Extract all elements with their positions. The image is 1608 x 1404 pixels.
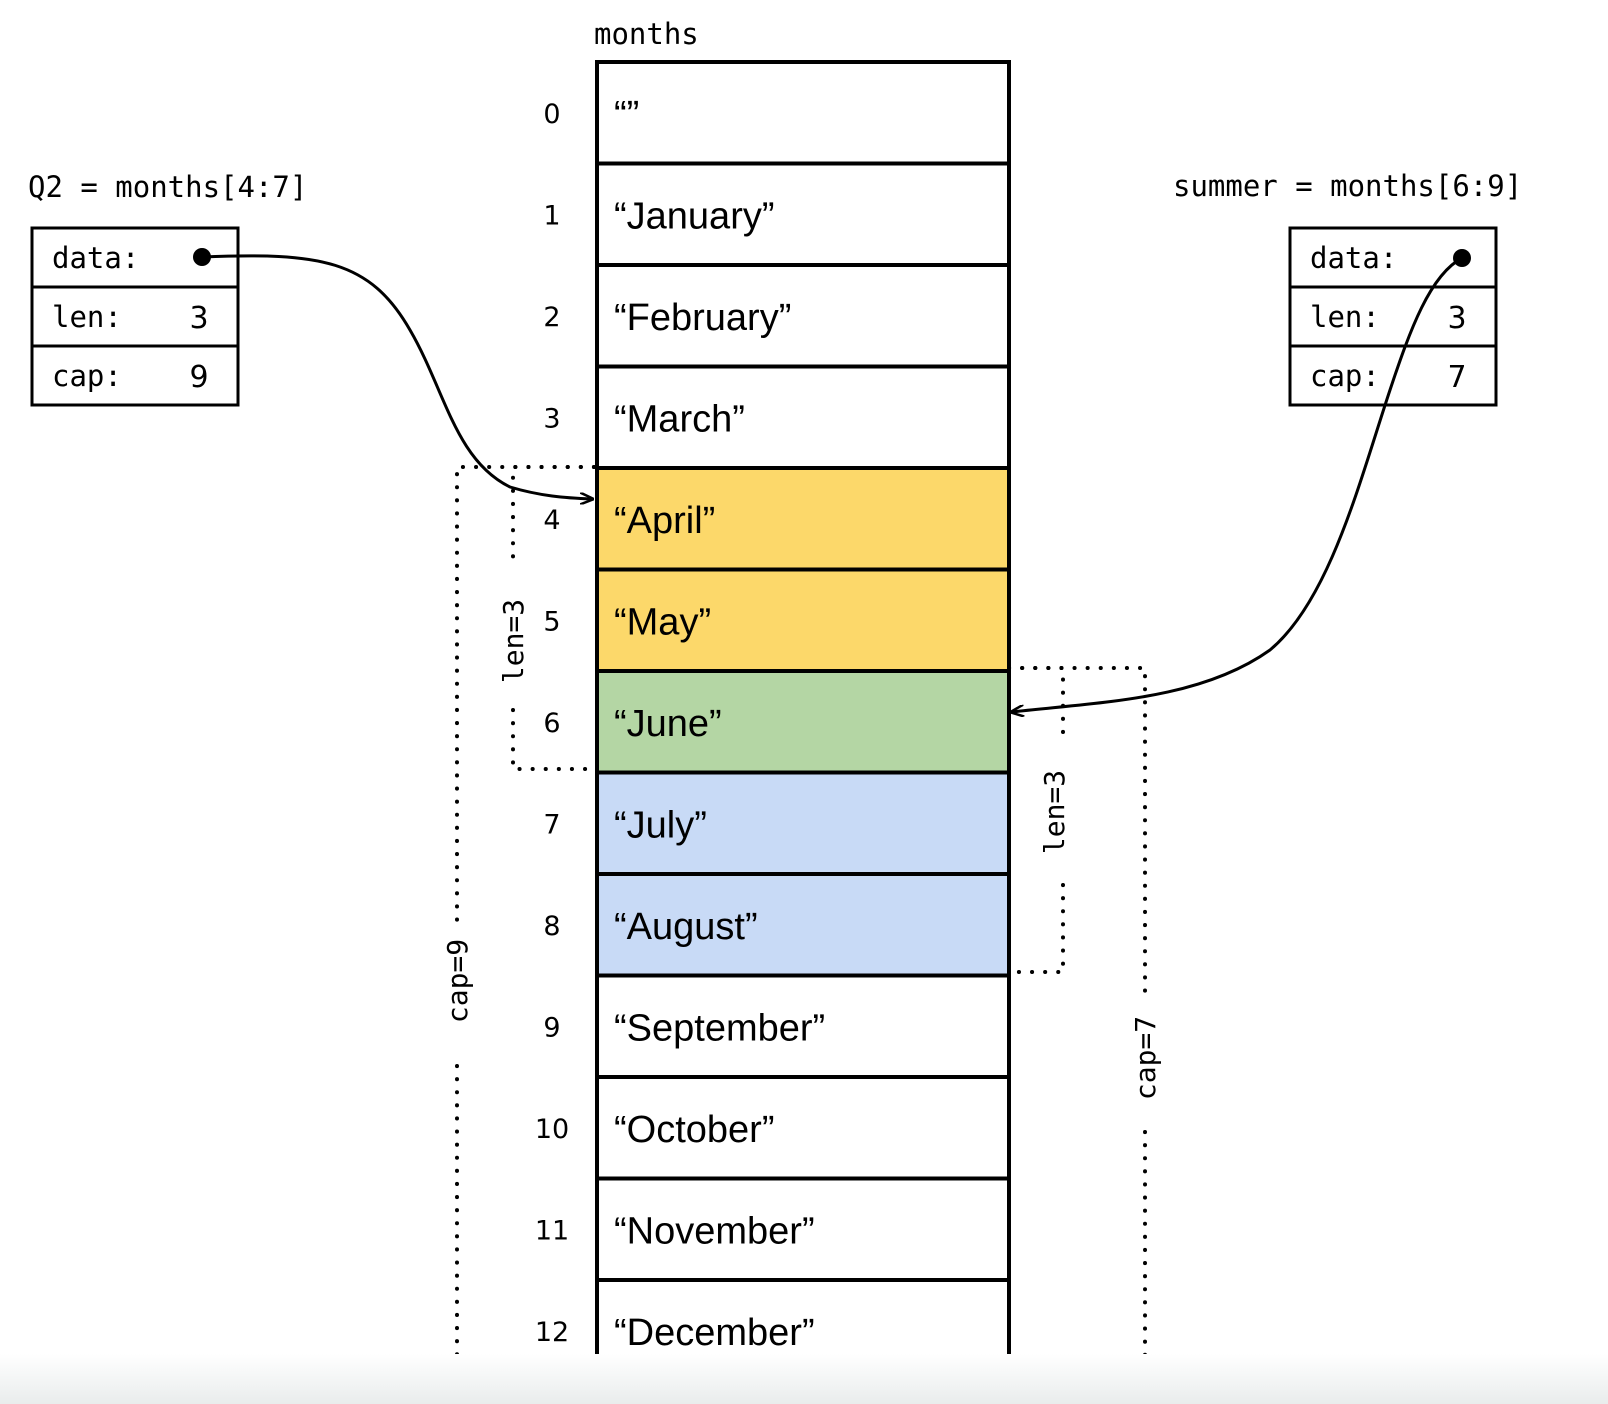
array-cell-box [595, 669, 1011, 775]
q2-cap-value: 9 [189, 360, 208, 395]
array-index-label: 9 [543, 1012, 560, 1043]
q2-len-label: len: [52, 300, 122, 334]
summer-brackets [1007, 666, 1147, 1377]
array-index-label: 0 [543, 99, 560, 130]
summer-cap-box [1288, 344, 1498, 407]
array-index-label: 6 [543, 708, 560, 739]
q2-len-bracket-label: len=3 [497, 599, 530, 683]
array-index-label: 7 [543, 809, 560, 840]
summer-cap-bracket [1007, 666, 1147, 1002]
months-array: 0 “” 1 “January” 2 “February” 3 “March” 4 “April”… [535, 60, 1011, 1384]
q2-brackets [455, 465, 596, 1377]
array-cell-value: “December” [614, 1312, 815, 1354]
array-cell-value: “June” [614, 703, 722, 745]
array-cell: 5 “May” [543, 567, 1011, 673]
array-cell: 11 “November” [535, 1176, 1011, 1282]
q2-data-label: data: [52, 241, 139, 275]
array-cell-box [595, 466, 1011, 572]
array-index-label: 3 [543, 403, 560, 434]
array-cell-value: “October” [614, 1109, 774, 1151]
array-cell-box [595, 1075, 1011, 1181]
array-cell: 9 “September” [543, 973, 1011, 1079]
array-cell: 6 “June” [543, 669, 1011, 775]
summer-slice-header: summer = months[6:9] data: len: 3 cap: 7 [1173, 169, 1522, 407]
q2-cap-bracket-lower [455, 1064, 596, 1377]
array-index-label: 12 [535, 1317, 569, 1348]
summer-cap-bracket-lower [1007, 1130, 1147, 1377]
bottom-edge-fade [0, 1354, 1608, 1404]
array-cell-value: “” [614, 94, 639, 136]
array-index-label: 1 [543, 200, 560, 231]
q2-slice-header: Q2 = months[4:7] data: len: 3 cap: 9 [28, 170, 307, 407]
array-cell-box [595, 161, 1011, 267]
summer-len-value: 3 [1447, 301, 1466, 336]
array-cell: 3 “March” [543, 364, 1011, 470]
summer-len-bracket [1007, 666, 1065, 737]
array-cell-box [595, 60, 1011, 166]
q2-len-box [30, 285, 240, 348]
summer-cap-label: cap: [1310, 359, 1380, 393]
q2-cap-bracket-label: cap=9 [441, 939, 474, 1023]
array-index-label: 4 [543, 505, 560, 536]
q2-title: Q2 = months[4:7] [28, 170, 307, 204]
array-title: months [594, 17, 699, 51]
array-cell-value: “May” [614, 601, 711, 643]
summer-len-label: len: [1310, 300, 1380, 334]
array-cell: 1 “January” [543, 161, 1011, 267]
array-index-label: 2 [543, 302, 560, 333]
q2-cap-bracket [455, 465, 596, 932]
array-cell-value: “February” [614, 297, 791, 339]
array-cell-box [595, 1176, 1011, 1282]
array-cell-value: “November” [614, 1210, 815, 1252]
array-cell: 10 “October” [535, 1075, 1011, 1181]
array-index-label: 5 [543, 606, 560, 637]
array-cell-value: “August” [614, 906, 758, 948]
array-cell: 2 “February” [543, 263, 1011, 369]
summer-len-bracket-lower [1007, 883, 1065, 974]
summer-title: summer = months[6:9] [1173, 169, 1522, 203]
summer-cap-bracket-label: cap=7 [1129, 1016, 1162, 1100]
array-index-label: 11 [535, 1215, 569, 1246]
array-cell-value: “January” [614, 195, 775, 237]
array-cell-box [595, 872, 1011, 978]
q2-cap-label: cap: [52, 359, 122, 393]
summer-data-label: data: [1310, 241, 1397, 275]
q2-len-value: 3 [189, 301, 208, 336]
array-cell: 8 “August” [543, 872, 1011, 978]
array-cell: 0 “” [543, 60, 1011, 166]
array-cell-box [595, 263, 1011, 369]
array-cell-value: “September” [614, 1007, 825, 1049]
array-cell-value: “July” [614, 804, 707, 846]
array-index-label: 10 [535, 1114, 569, 1145]
summer-pointer-arrow [1012, 256, 1463, 712]
q2-len-bracket [511, 465, 596, 567]
array-cell-value: “March” [614, 398, 745, 440]
summer-cap-value: 7 [1447, 360, 1466, 395]
summer-len-bracket-label: len=3 [1038, 770, 1071, 854]
array-index-label: 8 [543, 911, 560, 942]
array-cell: 4 “April” [543, 466, 1011, 572]
array-cell-value: “April” [614, 500, 715, 542]
summer-len-box [1288, 285, 1498, 348]
q2-cap-box [30, 344, 240, 407]
array-cell: 7 “July” [543, 770, 1011, 876]
q2-pointer-arrow [201, 254, 592, 499]
